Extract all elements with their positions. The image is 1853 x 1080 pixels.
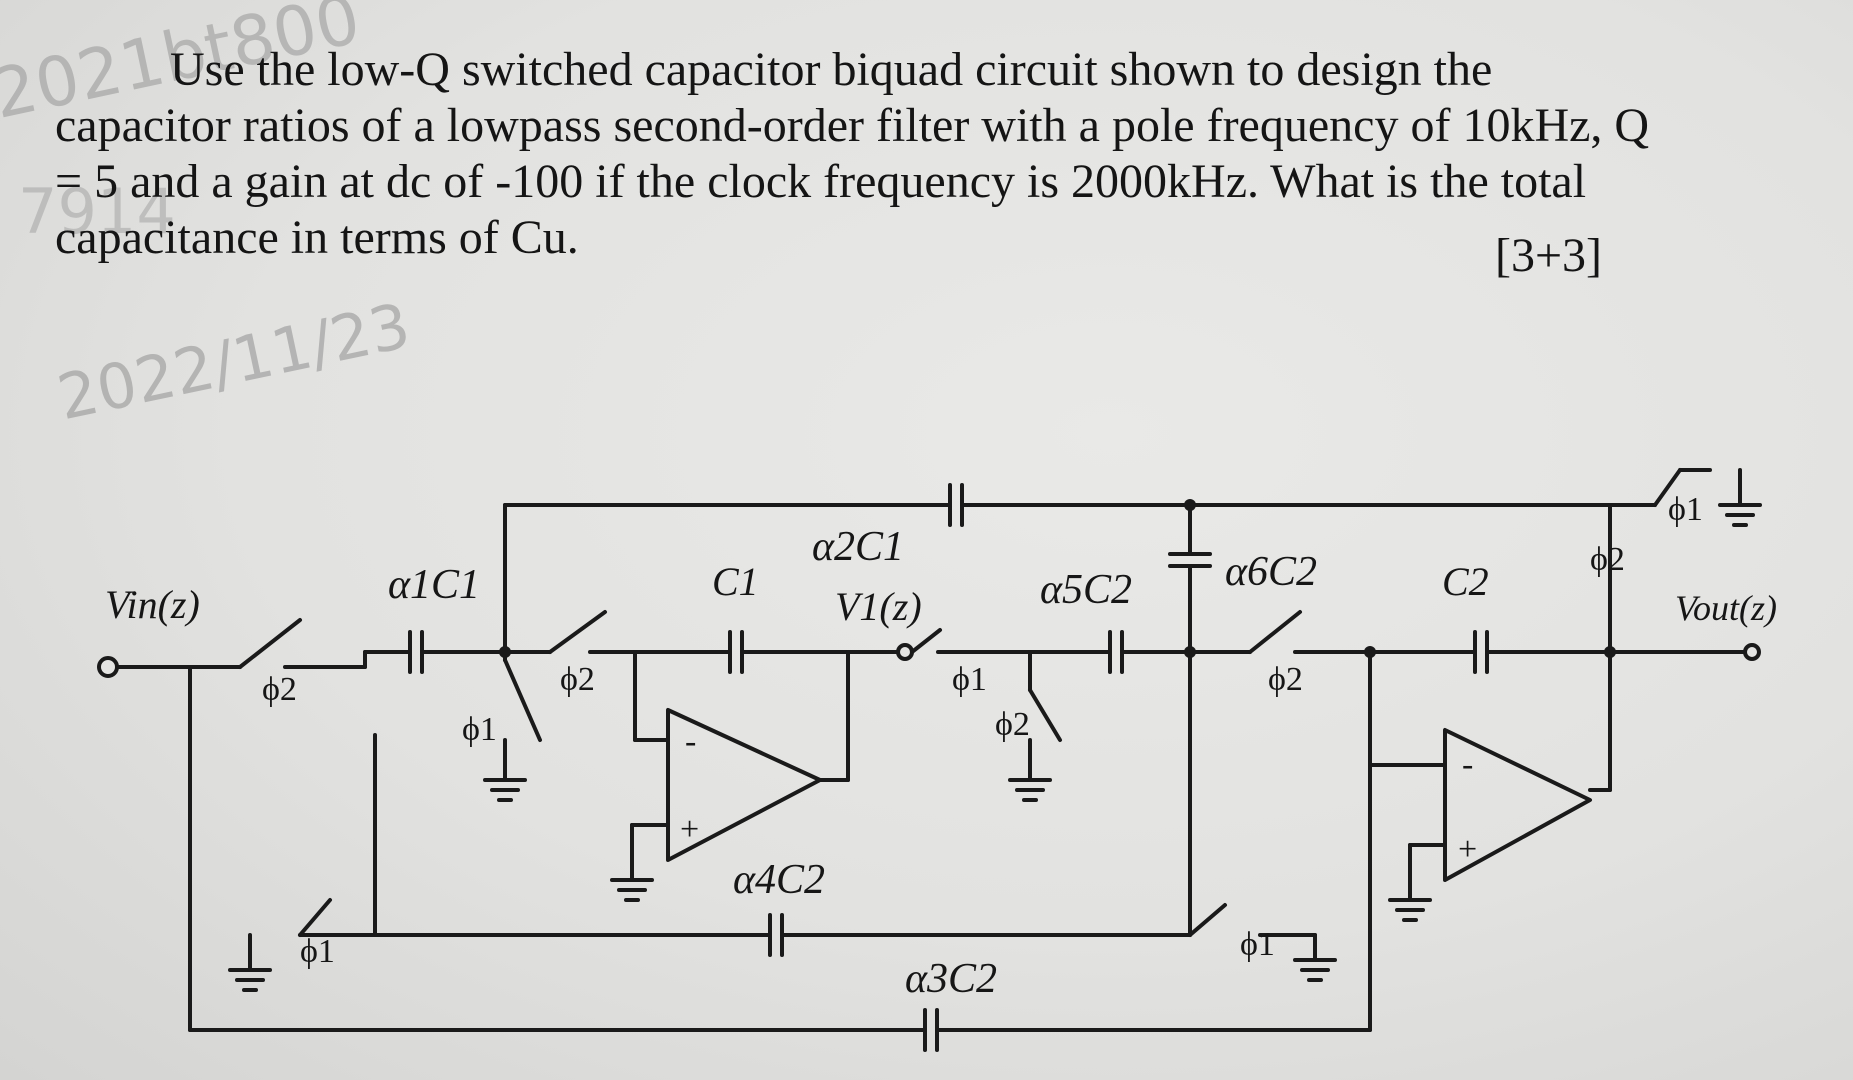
opamp-2 — [1368, 650, 1612, 922]
cap-c2-label: C2 — [1442, 559, 1489, 604]
opamp2-plus: + — [1458, 831, 1477, 868]
cap-a4c2-label: α4C2 — [733, 857, 825, 903]
phi2-label-a6: ϕ2 — [1268, 661, 1303, 698]
question-line-4: capacitance in terms of Cu. — [55, 211, 579, 264]
question-text: Use the low-Q switched capacitor biquad … — [55, 42, 1755, 266]
switch-phi2-input — [238, 618, 302, 669]
opamp1-minus: - — [685, 723, 696, 760]
cap-a3c2-label: α3C2 — [905, 956, 997, 1002]
question-line-3: = 5 and a gain at dc of -100 if the cloc… — [55, 155, 1587, 208]
cap-a5c2-label: α5C2 — [1040, 567, 1132, 613]
cap-a1c1-symbol — [408, 630, 480, 674]
opamp1-plus: + — [680, 811, 699, 848]
cap-c1-label: C1 — [712, 559, 759, 604]
input-wire — [97, 618, 412, 678]
phi1-label-a1: ϕ1 — [462, 711, 497, 748]
switch-phi1-a1 — [503, 658, 542, 742]
phi2-label-out: ϕ2 — [1590, 541, 1625, 578]
question-marks: [3+3] — [1495, 229, 1603, 282]
phi2-label-a1: ϕ2 — [560, 661, 595, 698]
switch-phi1-bottom-left — [298, 898, 332, 937]
output-label: Vout(z) — [1675, 588, 1777, 628]
switch-phi2-a5 — [1028, 688, 1062, 742]
phi2-label-a5: ϕ2 — [995, 706, 1030, 743]
cap-a1c1-label: α1C1 — [388, 562, 480, 608]
phi1-label-v1: ϕ1 — [952, 661, 987, 698]
phi2-label-input: ϕ2 — [262, 671, 297, 708]
opamp2-minus: - — [1462, 746, 1473, 783]
phi1-label-bottom-left: ϕ1 — [300, 933, 335, 970]
cap-a6c2-label: α6C2 — [1225, 549, 1317, 595]
watermark-mid: 7914 — [18, 175, 176, 248]
phi1-label-bottom-right: ϕ1 — [1240, 926, 1275, 963]
question-line-1: Use the low-Q switched capacitor biquad … — [170, 43, 1493, 96]
input-label: Vin(z) — [105, 582, 200, 627]
question-line-2: capacitor ratios of a lowpass second-ord… — [55, 99, 1650, 152]
phi1-label-out: ϕ1 — [1668, 491, 1703, 528]
switch-phi2-a6 — [1248, 610, 1302, 654]
switch-phi2-out — [1653, 468, 1682, 507]
switch-phi1-bottom-right — [1188, 903, 1227, 937]
node-v1-label: V1(z) — [835, 584, 922, 629]
switch-phi2-a1 — [548, 610, 607, 654]
cap-a2c1-label: α2C1 — [812, 524, 904, 570]
opamp-1 — [610, 708, 850, 902]
